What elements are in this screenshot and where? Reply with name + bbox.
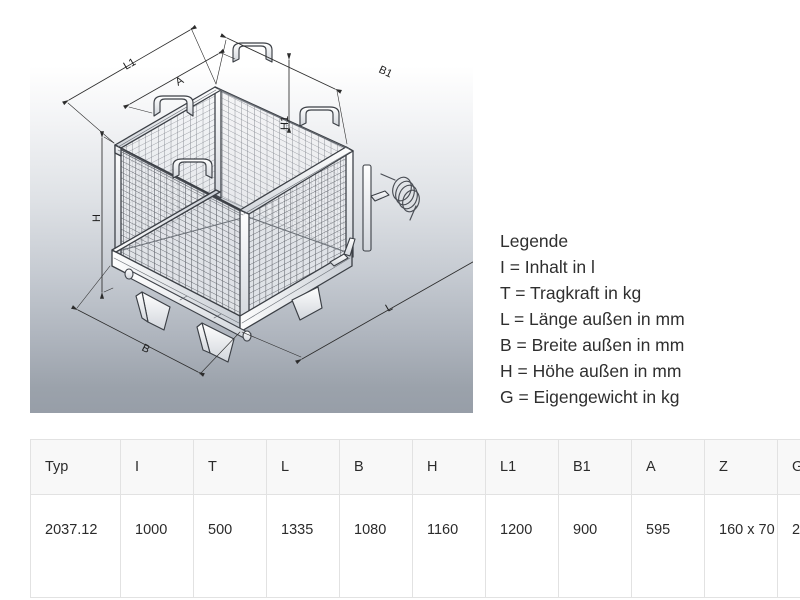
dimension-label-A: A <box>174 74 187 88</box>
product-drawing-panel: L1 A B1 H1 H B L <box>30 0 473 413</box>
column-header-l: L <box>266 439 340 495</box>
cell-h: 1160 <box>412 494 486 598</box>
spec-table: Typ I T L B H L1 B1 A Z G 2037.12 1000 5… <box>30 439 800 598</box>
table-header-row: Typ I T L B H L1 B1 A Z G <box>30 439 800 495</box>
cell-t: 500 <box>193 494 267 598</box>
spec-table-wrapper: Typ I T L B H L1 B1 A Z G 2037.12 1000 5… <box>30 439 800 598</box>
legend-item-g: G = Eigengewicht in kg <box>500 387 680 407</box>
legend-item-l: L = Länge außen in mm <box>500 309 685 329</box>
dimension-label-L: L <box>384 301 395 314</box>
cell-typ: 2037.12 <box>30 494 121 598</box>
product-drawing: L1 A B1 H1 H B L <box>62 24 473 377</box>
legend-item-t: T = Tragkraft in kg <box>500 283 642 303</box>
column-header-h: H <box>412 439 486 495</box>
cell-i: 1000 <box>120 494 194 598</box>
legend-item-b: B = Breite außen in mm <box>500 335 685 355</box>
dimension-label-B: B <box>140 342 152 356</box>
cell-l1: 1200 <box>485 494 559 598</box>
legend-item-i: I = Inhalt in l <box>500 257 595 277</box>
legend-item-h: H = Höhe außen in mm <box>500 361 682 381</box>
cell-b: 1080 <box>339 494 413 598</box>
column-header-l1: L1 <box>485 439 559 495</box>
legend: Legende I = Inhalt in l T = Tragkraft in… <box>500 228 790 410</box>
table-row: 2037.12 1000 500 1335 1080 1160 1200 900… <box>30 494 800 598</box>
dimension-label-B1: B1 <box>377 64 394 81</box>
column-header-z: Z <box>704 439 778 495</box>
dimension-label-H1: H1 <box>279 116 291 130</box>
cell-a: 595 <box>631 494 705 598</box>
cell-z: 160 x 70 <box>704 494 778 598</box>
column-header-i: I <box>120 439 194 495</box>
dimension-label-H: H <box>91 214 103 222</box>
dimension-label-L1: L1 <box>122 56 139 73</box>
cell-b1: 900 <box>558 494 632 598</box>
column-header-g: G <box>777 439 800 495</box>
column-header-b1: B1 <box>558 439 632 495</box>
cell-l: 1335 <box>266 494 340 598</box>
legend-title: Legende <box>500 231 569 251</box>
column-header-b: B <box>339 439 413 495</box>
column-header-t: T <box>193 439 267 495</box>
column-header-typ: Typ <box>30 439 121 495</box>
column-header-a: A <box>631 439 705 495</box>
cell-g: 200 <box>777 494 800 598</box>
